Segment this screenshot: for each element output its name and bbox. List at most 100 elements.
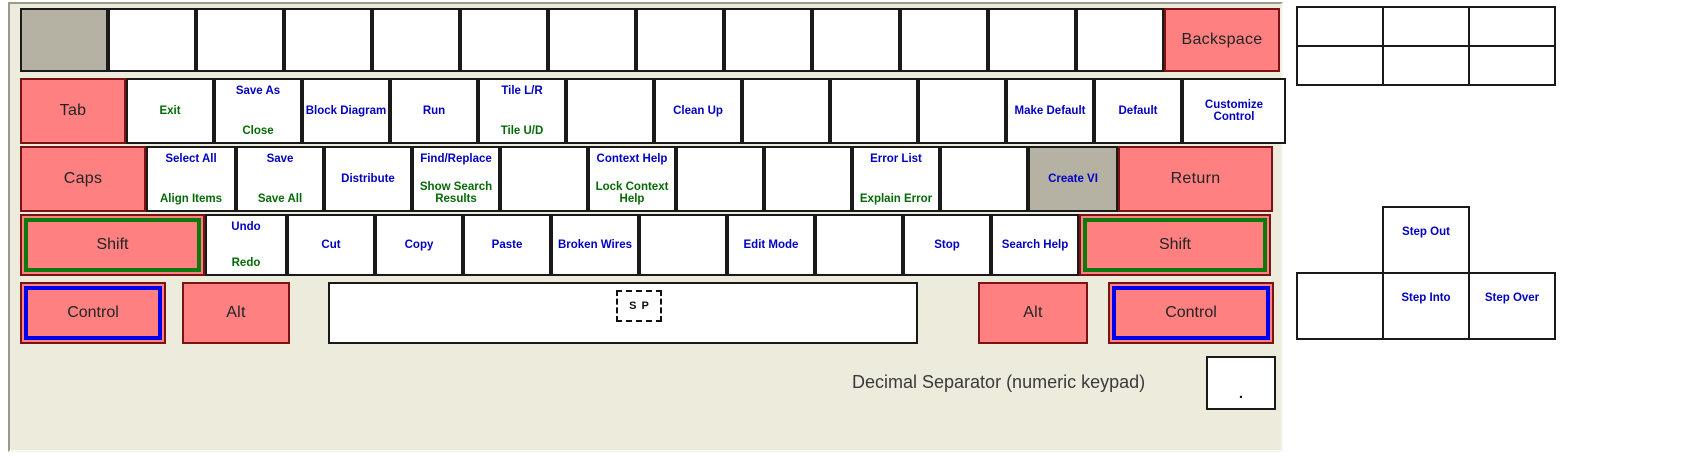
key-r[interactable]: Run (390, 78, 478, 144)
key-s-primary-label: Save (266, 153, 294, 165)
key-r-primary-label: Run (422, 105, 446, 117)
key-arrow-left[interactable] (1296, 272, 1384, 340)
key-quote[interactable]: Create VI (1028, 146, 1118, 212)
key-o[interactable] (830, 78, 918, 144)
key-f6[interactable] (548, 8, 636, 72)
key-e[interactable]: Block Diagram (302, 78, 390, 144)
key-j[interactable] (676, 146, 764, 212)
key-shift-left[interactable]: Shift (20, 214, 205, 276)
key-control-left-ring: Control (24, 286, 162, 340)
key-f5[interactable] (460, 8, 548, 72)
key-backspace[interactable]: Backspace (1164, 8, 1280, 72)
key-control-left-label: Control (67, 304, 119, 321)
key-w[interactable]: Save As Close (214, 78, 302, 144)
key-w-primary-label: Save As (235, 85, 281, 97)
key-f3[interactable] (284, 8, 372, 72)
key-arrow-right[interactable]: Step Over (1468, 272, 1556, 340)
space-badge-char: S (629, 300, 637, 312)
key-tab-label: Tab (59, 102, 87, 119)
key-f9[interactable] (812, 8, 900, 72)
key-c[interactable]: Copy (375, 214, 463, 276)
key-arrow-up-label: Step Out (1402, 226, 1450, 238)
key-q-secondary-label: Exit (159, 105, 181, 117)
key-bracket-right[interactable]: Default (1094, 78, 1182, 144)
key-decimal-separator[interactable]: . (1206, 356, 1276, 410)
key-i[interactable] (742, 78, 830, 144)
key-f10[interactable] (900, 8, 988, 72)
key-v-primary-label: Paste (491, 239, 523, 251)
key-u[interactable]: Clean Up (654, 78, 742, 144)
key-f12[interactable] (1076, 8, 1164, 72)
key-f2[interactable] (196, 8, 284, 72)
key-period[interactable]: Stop (903, 214, 991, 276)
key-f1[interactable] (108, 8, 196, 72)
key-slash[interactable]: Search Help (991, 214, 1079, 276)
key-f-secondary-label: Show Search Results (419, 181, 493, 205)
key-q[interactable]: Exit (126, 78, 214, 144)
key-tab[interactable]: Tab (20, 78, 126, 144)
key-page-up[interactable] (1468, 6, 1556, 47)
key-arrow-down-label: Step Into (1401, 292, 1451, 304)
key-w-secondary-label: Close (242, 125, 274, 137)
key-delete[interactable] (1296, 45, 1384, 86)
key-u-primary-label: Clean Up (673, 105, 723, 117)
key-shift-right[interactable]: Shift (1079, 214, 1271, 276)
key-arrow-up[interactable]: Step Out (1382, 206, 1470, 274)
key-alt-left[interactable]: Alt (182, 282, 290, 344)
key-x[interactable]: Cut (287, 214, 375, 276)
key-c-primary-label: Copy (404, 239, 434, 251)
key-p[interactable] (918, 78, 1006, 144)
key-b[interactable]: Broken Wires (551, 214, 639, 276)
key-alt-right-label: Alt (1023, 304, 1043, 321)
key-backspace-label: Backspace (1181, 31, 1263, 48)
key-page-down[interactable] (1468, 45, 1556, 86)
key-f7[interactable] (636, 8, 724, 72)
key-return[interactable]: Return (1118, 146, 1273, 212)
key-m[interactable]: Edit Mode (727, 214, 815, 276)
key-caps-lock[interactable]: Caps (20, 146, 146, 212)
key-k[interactable] (764, 146, 852, 212)
key-d[interactable]: Distribute (324, 146, 412, 212)
key-control-right-label: Control (1165, 304, 1217, 321)
key-decimal-separator-label: . (1238, 385, 1244, 402)
key-arrow-down[interactable]: Step Into (1382, 272, 1470, 340)
key-y[interactable] (566, 78, 654, 144)
nav-cluster-top (1296, 6, 1562, 90)
key-insert[interactable] (1296, 6, 1384, 47)
key-f4[interactable] (372, 8, 460, 72)
key-control-right[interactable]: Control (1108, 282, 1274, 344)
key-alt-right[interactable]: Alt (978, 282, 1088, 344)
key-escape[interactable] (20, 8, 108, 72)
key-comma[interactable] (815, 214, 903, 276)
key-a-primary-label: Select All (165, 153, 217, 165)
key-g[interactable] (500, 146, 588, 212)
key-h-secondary-label: Lock Context Help (595, 181, 669, 205)
key-control-left[interactable]: Control (20, 282, 166, 344)
key-home[interactable] (1382, 6, 1470, 47)
key-backslash[interactable]: Customize Control (1182, 78, 1286, 144)
key-n[interactable] (639, 214, 727, 276)
key-m-primary-label: Edit Mode (743, 239, 799, 251)
key-b-primary-label: Broken Wires (557, 239, 633, 251)
key-semicolon[interactable] (940, 146, 1028, 212)
key-bracket-right-primary-label: Default (1118, 105, 1158, 117)
key-end[interactable] (1382, 45, 1470, 86)
key-shift-right-label: Shift (1158, 236, 1191, 253)
key-f8[interactable] (724, 8, 812, 72)
key-bracket-left[interactable]: Make Default (1006, 78, 1094, 144)
key-shift-left-ring: Shift (24, 218, 201, 272)
key-period-primary-label: Stop (934, 239, 960, 251)
decimal-separator-note: Decimal Separator (numeric keypad) (852, 372, 1146, 392)
key-v[interactable]: Paste (463, 214, 551, 276)
key-h-primary-label: Context Help (596, 153, 668, 165)
key-f11[interactable] (988, 8, 1076, 72)
